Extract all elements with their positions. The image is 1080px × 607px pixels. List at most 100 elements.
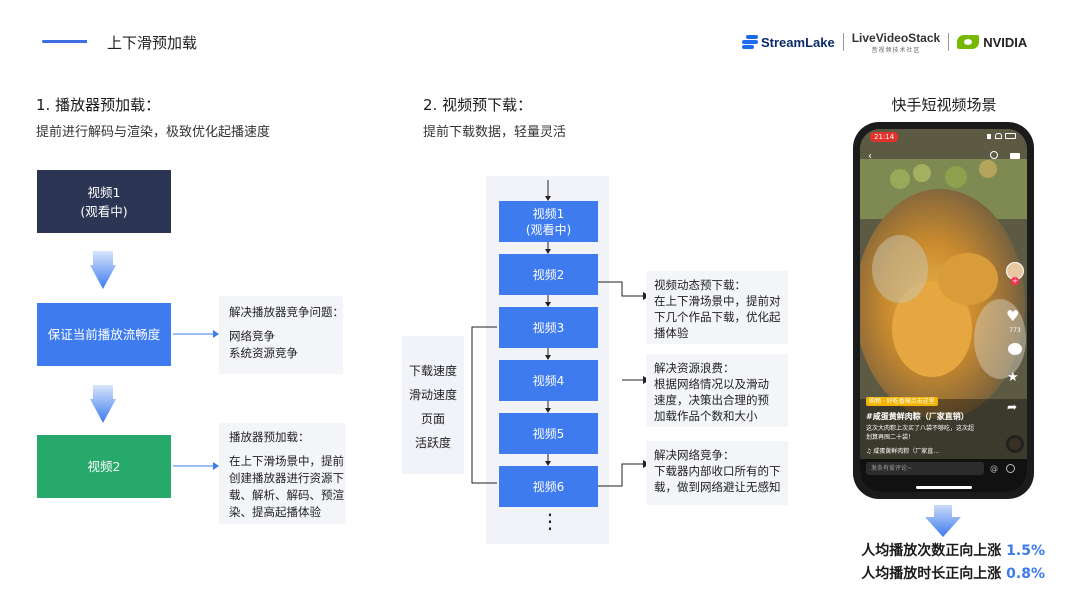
note-line: 在上下滑场景中，提前	[229, 454, 344, 468]
share-arrow-icon[interactable]: ➦	[1007, 400, 1018, 414]
factor-scroll-speed: 滑动速度	[408, 388, 457, 402]
queue-video-label: 视频6	[532, 479, 565, 494]
down-arrow-icon	[925, 505, 961, 537]
back-icon[interactable]: ‹	[868, 151, 872, 162]
status-time: 21:14	[870, 132, 899, 142]
queue-video-6: 视频6	[499, 466, 598, 507]
section2-title: 2. 视频预下载：	[423, 96, 533, 114]
stat-label: 人均播放时长正向上涨	[861, 566, 1002, 582]
factor-bracket	[471, 326, 497, 484]
note-line: 载、解析、解码、预渲	[229, 488, 344, 502]
guarantee-playback-label: 保证当前播放流畅度	[47, 327, 161, 342]
note-player-preload: 播放器预加载： 在上下滑场景中，提前 创建播放器进行资源下 载、解析、解码、预渲…	[219, 423, 346, 524]
streamlake-logo: StreamLake	[742, 34, 835, 50]
note-title: 视频动态预下载：	[654, 278, 746, 292]
note-line: 在上下滑场景中，提前对	[654, 294, 781, 308]
note-line: 染、提高起播体验	[229, 505, 321, 519]
note-line: 创建播放器进行资源下	[229, 471, 344, 485]
section3-title: 快手短视频场景	[891, 96, 997, 114]
note-line: 下几个作品下载，优化起	[654, 310, 781, 324]
logo-divider	[948, 33, 950, 51]
stat-value: 0.8%	[1006, 566, 1045, 582]
note-title: 解决资源浪费：	[654, 361, 735, 375]
queue-video-label: 视频3	[532, 320, 565, 335]
caption-line: 这次大肉粽上次买了八袋不够吃，这次超	[866, 425, 975, 432]
title-accent-dot	[82, 40, 87, 43]
streamlake-icon	[742, 34, 758, 50]
connector-arrows	[173, 330, 219, 470]
down-chevron-icon	[90, 251, 116, 289]
page-title: 上下滑预加载	[107, 34, 198, 52]
music-ticker: ♫ 咸蛋黄鲜肉粽（厂家直...	[866, 448, 940, 455]
stat-play-duration: 人均播放时长正向上涨 0.8%	[835, 563, 1045, 583]
like-count: 773	[1009, 327, 1021, 334]
phone-screen: 21:14 ‹ + ♥ 773 ★ ➦ 购物 · 好吃香辣点击这里 #咸蛋黄鲜肉…	[860, 129, 1027, 492]
livevideostack-subtitle: 音视频技术社区	[871, 47, 921, 54]
factor-page: 页面	[420, 412, 445, 426]
note-player-competition: 解决播放器竞争问题： 网络竞争 系统资源竞争	[219, 296, 344, 374]
note-network-competition: 解决网络竞争： 下载器内部收口所有的下 载，做到网络避让无感知	[646, 441, 788, 505]
note-line: 播体验	[654, 326, 689, 340]
emoji-icon[interactable]	[1006, 464, 1015, 473]
stat-play-count: 人均播放次数正向上涨 1.5%	[835, 540, 1045, 560]
note-title: 解决网络竞争：	[654, 448, 735, 462]
favorite-star-icon[interactable]: ★	[1007, 370, 1019, 385]
queue-video-1: 视频1 (观看中)	[499, 201, 598, 242]
status-icons	[987, 133, 1017, 140]
note-dynamic-predownload: 视频动态预下载： 在上下滑场景中，提前对 下几个作品下载，优化起 播体验	[646, 271, 788, 344]
stat-label: 人均播放次数正向上涨	[861, 543, 1002, 559]
streamlake-wordmark: StreamLake	[761, 34, 835, 50]
video2-label: 视频2	[87, 459, 121, 474]
home-indicator	[916, 486, 972, 489]
queue-video-state: (观看中)	[525, 222, 572, 237]
stat-value: 1.5%	[1006, 543, 1045, 559]
video-caption-title: #咸蛋黄鲜肉粽（厂家直销）	[866, 412, 969, 421]
comment-input[interactable]: 发条有爱评论~	[866, 462, 984, 475]
player-video2-box: 视频2	[37, 435, 171, 498]
comment-icon[interactable]	[1008, 343, 1022, 355]
livevideostack-wordmark: LiveVideoStack	[851, 30, 941, 45]
like-heart-icon[interactable]: ♥	[1006, 307, 1020, 325]
note-line: 根据网络情况以及滑动	[654, 377, 769, 391]
queue-video-label: 视频5	[532, 426, 565, 441]
note-line: 网络竞争	[229, 329, 275, 343]
note-title: 播放器预加载：	[229, 430, 310, 444]
section1-subtitle: 提前进行解码与渲染，极致优化起播速度	[36, 125, 271, 140]
music-disc-icon	[1006, 435, 1024, 453]
nvidia-logo: NVIDIA	[957, 35, 1027, 50]
livevideostack-logo: LiveVideoStack 音视频技术社区	[852, 31, 941, 54]
queue-video-label: 视频2	[532, 267, 565, 282]
decision-factors-panel	[402, 336, 464, 474]
queue-video-3: 视频3	[499, 307, 598, 348]
note-line: 加载作品个数和大小	[654, 409, 758, 423]
partner-logos: StreamLake LiveVideoStack 音视频技术社区 NVIDIA	[742, 30, 1027, 54]
at-icon[interactable]: @	[990, 464, 998, 473]
section1-title: 1. 播放器预加载：	[36, 96, 161, 114]
queue-ellipsis: ⋮	[540, 509, 560, 533]
menu-icon[interactable]	[1010, 153, 1020, 159]
video1-label: 视频1	[87, 184, 121, 200]
note-line: 载，做到网络避让无感知	[654, 480, 781, 494]
queue-video-4: 视频4	[499, 360, 598, 401]
queue-video-label: 视频4	[532, 373, 565, 388]
nvidia-wordmark: NVIDIA	[983, 34, 1028, 50]
queue-to-notes-connectors	[598, 281, 650, 487]
player-video1-box: 视频1 (观看中)	[37, 170, 171, 233]
follow-plus-icon[interactable]: +	[1011, 277, 1019, 285]
video-caption: 这次大肉粽上次买了八袋不够吃，这次超 划算再囤二十袋！	[866, 424, 974, 442]
note-title: 解决播放器竞争问题：	[229, 305, 344, 319]
queue-video-label: 视频1	[532, 206, 565, 221]
section2-subtitle: 提前下载数据，轻量灵活	[423, 125, 567, 140]
shopping-tag[interactable]: 购物 · 好吃香辣点击这里	[866, 397, 938, 406]
factor-activity: 活跃度	[414, 436, 451, 450]
factor-download-speed: 下载速度	[408, 364, 457, 378]
queue-video-5: 视频5	[499, 413, 598, 454]
note-line: 系统资源竞争	[229, 346, 298, 360]
search-icon[interactable]	[990, 151, 998, 159]
queue-video-2: 视频2	[499, 254, 598, 295]
logo-divider	[842, 33, 844, 51]
caption-line: 划算再囤二十袋！	[866, 434, 915, 441]
guarantee-playback-box: 保证当前播放流畅度	[37, 303, 171, 366]
video1-state: (观看中)	[80, 203, 128, 219]
title-accent-bar	[42, 40, 86, 43]
